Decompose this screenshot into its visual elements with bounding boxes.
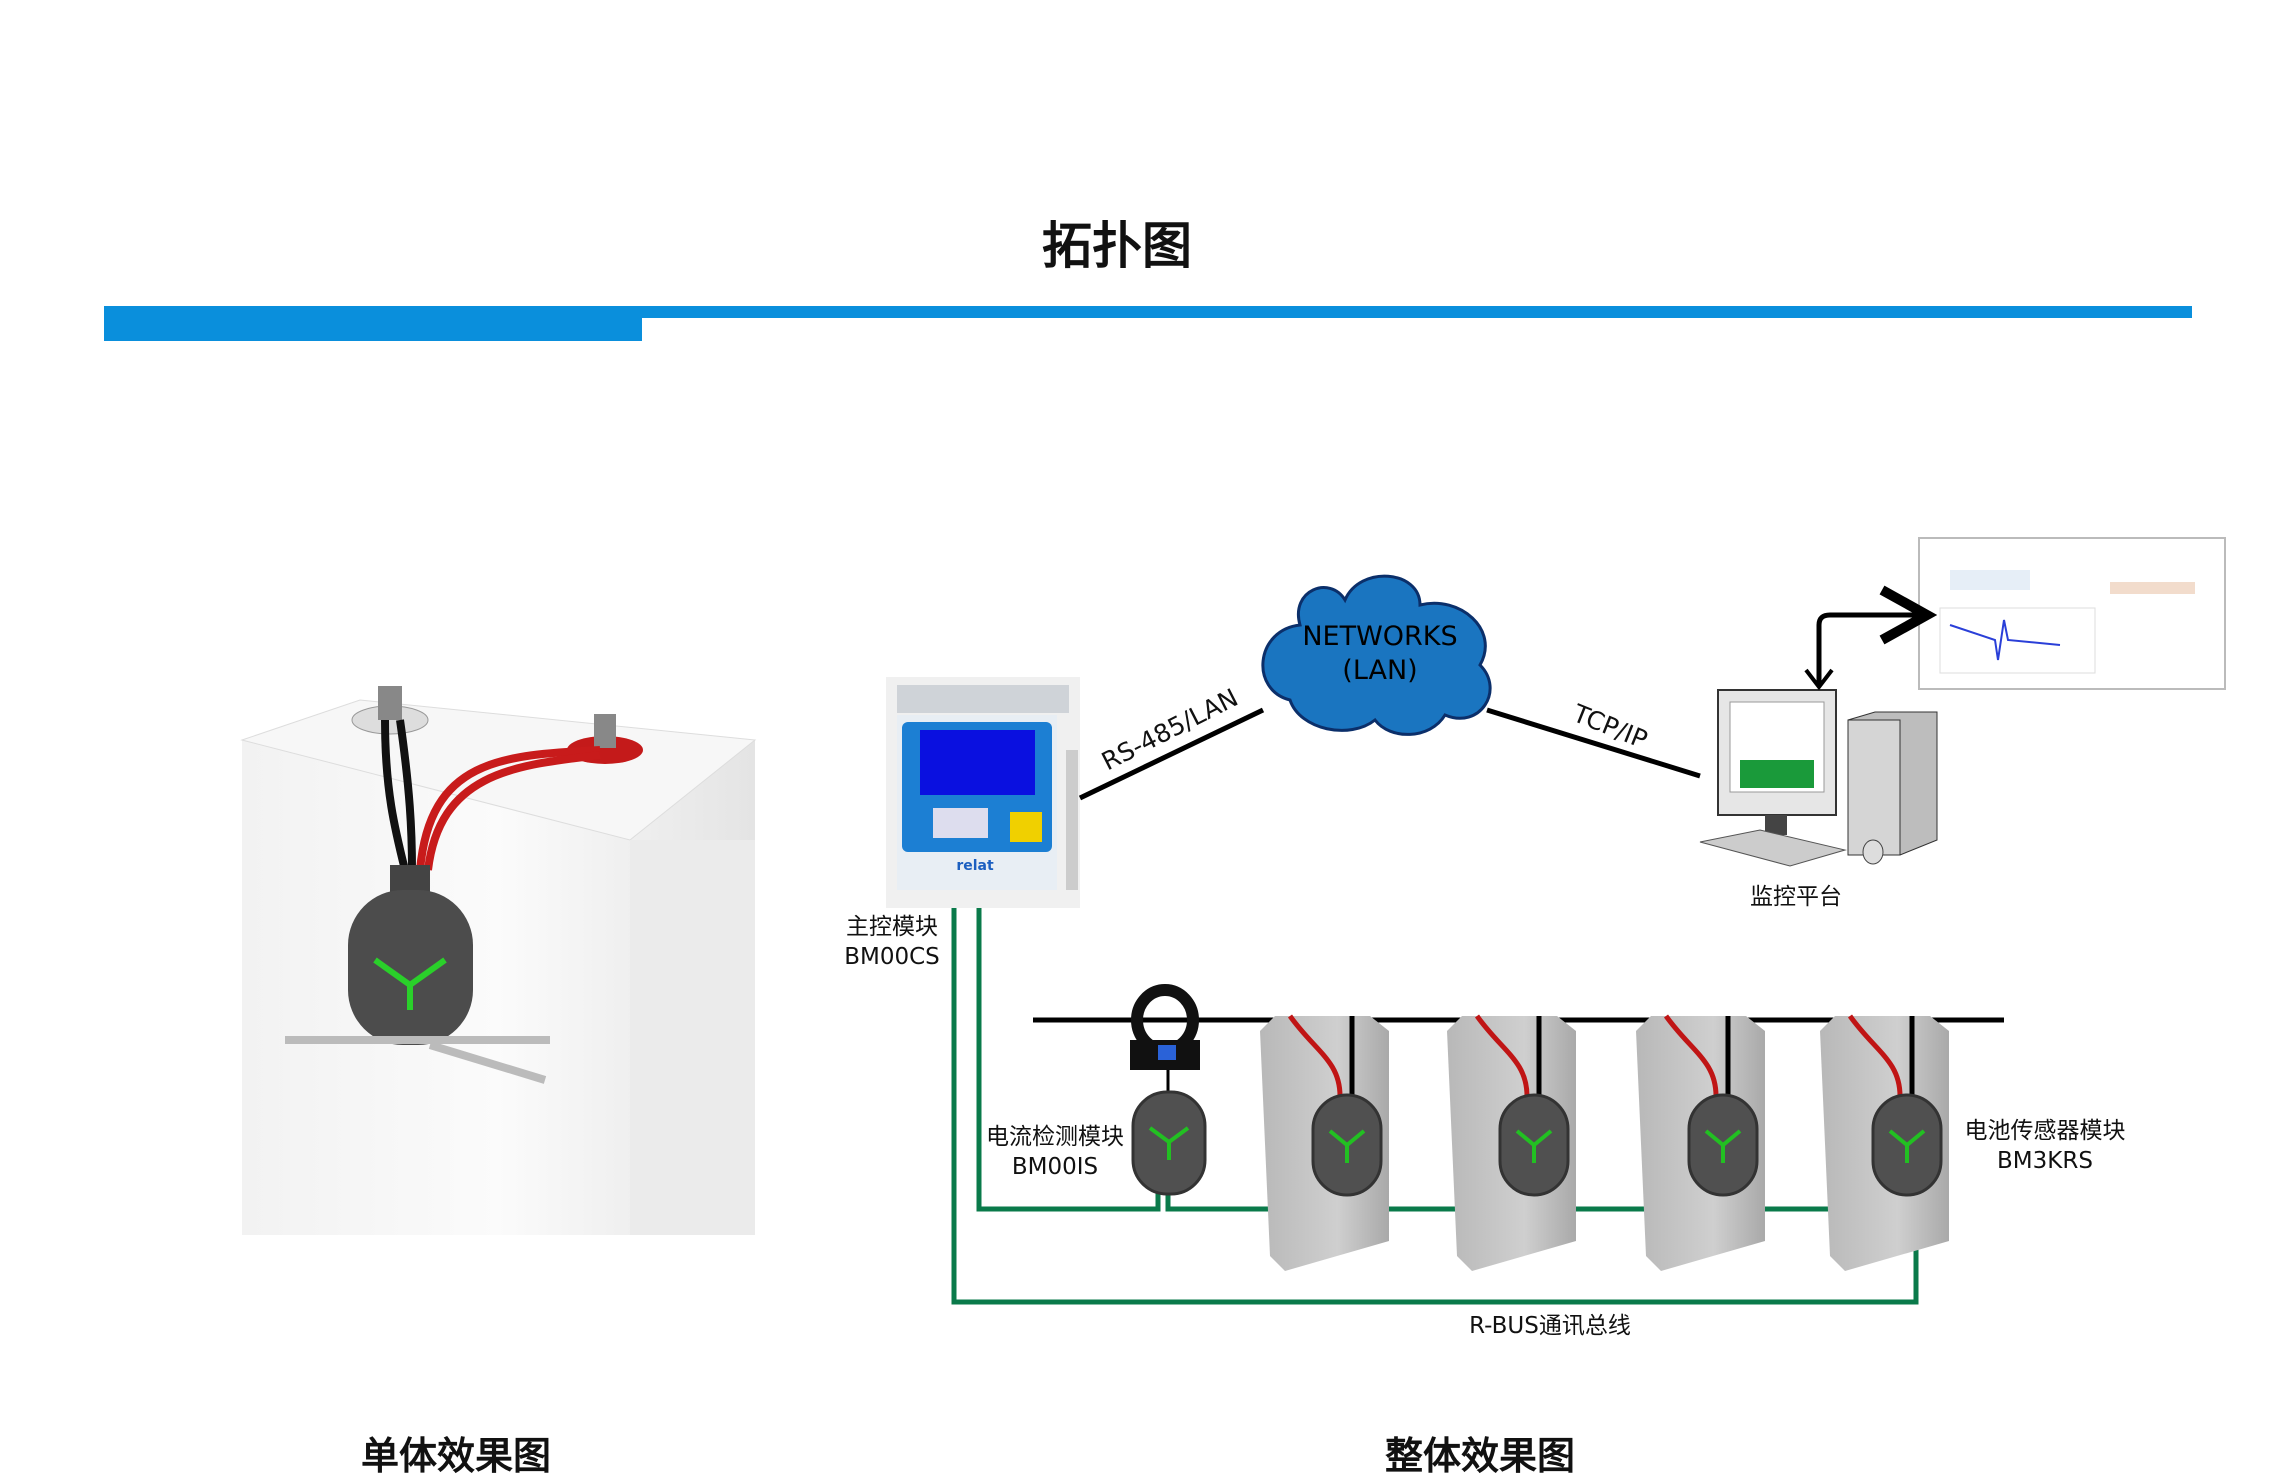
controller-model: BM00CS xyxy=(844,944,940,970)
current-module-model: BM00IS xyxy=(1011,1154,1099,1180)
network-cloud-icon xyxy=(1261,574,1492,736)
battery-cell xyxy=(1447,1014,1576,1271)
battery-cell xyxy=(1636,1014,1765,1271)
battery-cell xyxy=(1260,1014,1389,1271)
current-sensor-image xyxy=(1130,984,1200,1095)
rs485-link-line xyxy=(1078,707,1265,801)
title-divider-thick xyxy=(104,306,642,341)
r-bus-lines xyxy=(951,908,1919,1305)
controller-device-image: relat xyxy=(886,677,1080,908)
battery-module-name: 电池传感器模块 xyxy=(1964,1118,2126,1144)
svg-text:relat: relat xyxy=(956,858,994,874)
current-module-image xyxy=(1131,1090,1207,1196)
bidirectional-arrow xyxy=(1816,615,1922,686)
current-module-name: 电流检测模块 xyxy=(986,1124,1124,1150)
battery-cell xyxy=(1820,1014,1949,1271)
single-view-caption: 单体效果图 xyxy=(360,1434,551,1478)
cloud-label-networks: NETWORKS xyxy=(1302,621,1458,652)
software-screenshot-image xyxy=(1918,537,2226,690)
platform-name: 监控平台 xyxy=(1750,884,1842,910)
controller-name: 主控模块 xyxy=(846,914,938,940)
battery-module-model: BM3KRS xyxy=(1997,1148,2093,1174)
r-bus-label: R-BUS通讯总线 xyxy=(1469,1313,1631,1339)
tcpip-link-line xyxy=(1486,707,1701,779)
single-battery-image xyxy=(240,686,757,1235)
system-view-caption: 整体效果图 xyxy=(1384,1434,1575,1478)
cloud-label-lan: (LAN) xyxy=(1342,655,1418,686)
monitoring-computer-image xyxy=(1699,689,1938,867)
battery-cells xyxy=(1260,1014,1949,1271)
page-title: 拓扑图 xyxy=(1042,217,1192,275)
